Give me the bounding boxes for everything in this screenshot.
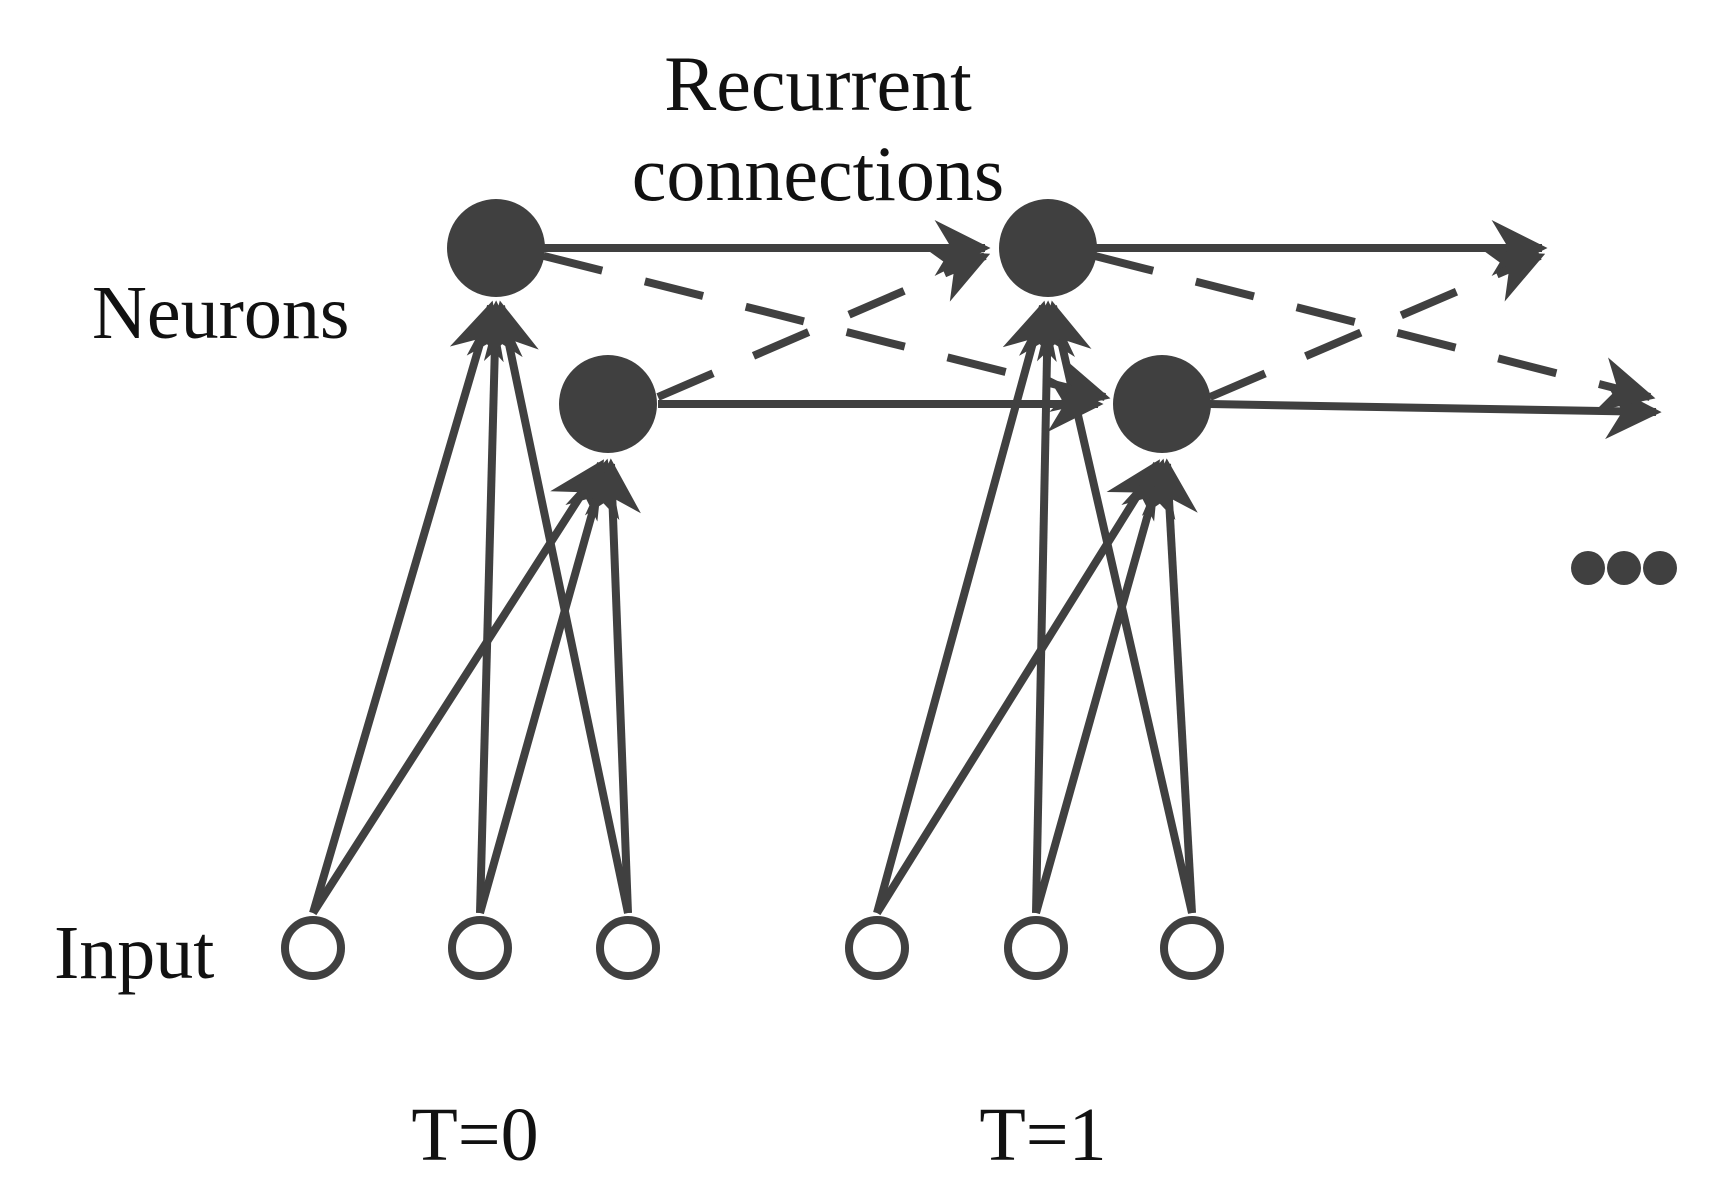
connection-arrow xyxy=(873,459,1161,916)
recurrent-dashed-arrow xyxy=(656,250,991,401)
input-node-t0-3 xyxy=(596,916,660,980)
neurons-label: Neurons xyxy=(92,271,350,355)
neuron-t0-b xyxy=(559,355,657,453)
connection-arrow xyxy=(309,459,605,916)
recurrent-dashed-arrow xyxy=(1208,250,1546,401)
input-layer xyxy=(281,916,1224,980)
input-connections-t0 xyxy=(309,300,641,916)
connection-arrow xyxy=(584,458,641,914)
connection-arrow xyxy=(476,458,620,915)
ellipsis-icon xyxy=(1571,551,1677,585)
neuron-t0-a xyxy=(447,199,545,297)
connection-arrow xyxy=(466,300,523,914)
diagram-title-line1: Recurrent xyxy=(664,40,972,127)
connection-arrow xyxy=(1019,300,1075,914)
neuron-t1-a xyxy=(999,199,1097,297)
input-node-t0-1 xyxy=(281,916,345,980)
connection-arrow xyxy=(1141,458,1198,914)
connection-arrow xyxy=(1032,458,1176,915)
input-node-t1-2 xyxy=(1004,916,1068,980)
input-node-t1-3 xyxy=(1160,916,1224,980)
input-node-t1-1 xyxy=(845,916,909,980)
diagram-title-line2: connections xyxy=(632,130,1005,217)
connection-arrow xyxy=(483,300,632,914)
input-node-t0-2 xyxy=(448,916,512,980)
time-step-0-label: T=0 xyxy=(411,1093,538,1177)
neuron-t1-b xyxy=(1113,355,1211,453)
connection-arrow xyxy=(873,300,1057,915)
connection-arrow xyxy=(309,300,504,915)
recurrent-solid-connections xyxy=(544,220,1662,440)
neuron-layer xyxy=(447,199,1211,453)
recurrent-arrow xyxy=(1209,383,1662,440)
recurrent-dashed-connections xyxy=(543,250,1656,412)
input-label: Input xyxy=(54,911,214,995)
time-step-1-label: T=1 xyxy=(979,1093,1106,1177)
